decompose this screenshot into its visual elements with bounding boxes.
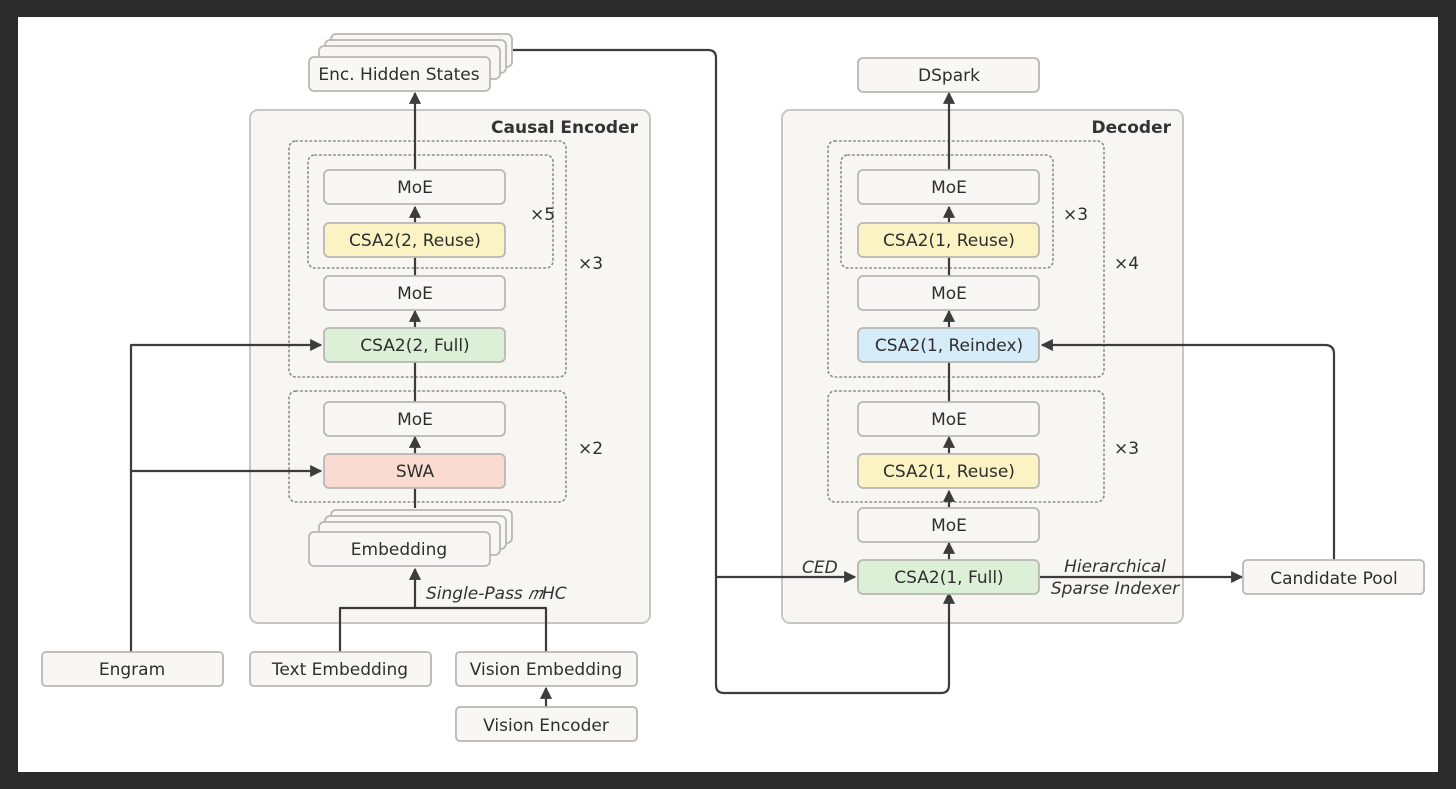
enc-hidden-states-label: Enc. Hidden States: [318, 65, 479, 85]
ced-label: CED: [802, 558, 838, 578]
encoder-inner-repeat-group: [307, 154, 554, 269]
dec-outer-moe-block: [857, 275, 1040, 311]
dec-csa-reuse-inner-label: CSA2(1, Reuse): [883, 231, 1015, 251]
dec-csa-reuse-inner-block: [857, 222, 1040, 258]
enc-swa-moe-label: MoE: [397, 410, 433, 430]
enc-swa-moe-block: [323, 401, 506, 437]
enc-csa-reuse-block: [323, 222, 506, 258]
enc-csa-full-block: [323, 327, 506, 363]
candidate-pool-label: Candidate Pool: [1270, 569, 1397, 589]
dec-csa-reindex-block: [857, 327, 1040, 363]
enc-swa-label: SWA: [396, 462, 435, 482]
vision-encoder-label: Vision Encoder: [483, 716, 609, 736]
dec-inner-moe-label: MoE: [931, 178, 967, 198]
dec-csa-reindex-label: CSA2(1, Reindex): [875, 336, 1023, 356]
decoder-inner-repeat-group: [840, 154, 1054, 269]
vision-encoder-block: [455, 706, 638, 742]
dec-lower-repeat-label: ×3: [1114, 439, 1139, 459]
embedding-stack: [308, 509, 513, 567]
dspark-block: [857, 57, 1040, 93]
dec-inner-repeat-label: ×3: [1063, 205, 1088, 225]
dec-outer-repeat-label: ×4: [1114, 254, 1139, 274]
enc-hidden-states-stack: [308, 33, 513, 92]
dec-csa-reuse-lower-label: CSA2(1, Reuse): [883, 462, 1015, 482]
dec-outer-moe-label: MoE: [931, 284, 967, 304]
dec-bottom-moe-block: [857, 507, 1040, 543]
mhc-merge-line: [338, 606, 548, 652]
decoder-title: Decoder: [1092, 118, 1172, 138]
vision-embedding-block: [455, 651, 638, 687]
architecture-diagram: Causal Encoder Decoder Enc. Hidden St: [41, 33, 1425, 742]
dec-inner-moe-block: [857, 169, 1040, 205]
text-embedding-label: Text Embedding: [271, 660, 408, 680]
dec-csa-full-block: [857, 559, 1040, 595]
enc-swa-repeat-label: ×2: [578, 439, 603, 459]
arrow-candidate-pool-to-csa-reindex: [1040, 338, 1336, 560]
enc-inner-moe-label: MoE: [397, 178, 433, 198]
dec-csa-reuse-lower-block: [857, 453, 1040, 489]
embedding-label: Embedding: [351, 540, 447, 560]
engram-block: [41, 651, 224, 687]
decoder-outer-repeat-group: [827, 140, 1105, 378]
dspark-label: DSpark: [918, 66, 980, 86]
encoder-outer-repeat-group: [288, 140, 567, 378]
encoder-swa-repeat-group: [288, 390, 567, 503]
indexer-label-line2: Sparse Indexer: [1051, 579, 1180, 599]
indexer-label-line1: Hierarchical: [1064, 557, 1166, 577]
arrow-hidden-states-to-csa-full: [513, 48, 956, 695]
enc-inner-repeat-label: ×5: [530, 205, 555, 225]
decoder-lower-repeat-group: [827, 390, 1105, 503]
arrow-engram-to-csa-full: [129, 338, 323, 652]
enc-inner-moe-block: [323, 169, 506, 205]
dec-lower-moe-block: [857, 401, 1040, 437]
enc-outer-repeat-label: ×3: [578, 254, 603, 274]
enc-swa-block: [323, 453, 506, 489]
enc-outer-moe-label: MoE: [397, 284, 433, 304]
dec-csa-full-label: CSA2(1, Full): [894, 568, 1003, 588]
vision-embedding-label: Vision Embedding: [470, 660, 623, 680]
diagram-canvas: Causal Encoder Decoder Enc. Hidden St: [18, 17, 1438, 772]
engram-label: Engram: [99, 660, 165, 680]
enc-outer-moe-block: [323, 275, 506, 311]
causal-encoder-title: Causal Encoder: [491, 118, 639, 138]
text-embedding-block: [249, 651, 432, 687]
candidate-pool-block: [1242, 559, 1425, 595]
single-pass-mhc-label: Single-Pass 𝑚HC: [426, 584, 567, 604]
enc-csa-full-label: CSA2(2, Full): [360, 336, 469, 356]
enc-csa-reuse-label: CSA2(2, Reuse): [349, 231, 481, 251]
dec-lower-moe-label: MoE: [931, 410, 967, 430]
dec-bottom-moe-label: MoE: [931, 516, 967, 536]
